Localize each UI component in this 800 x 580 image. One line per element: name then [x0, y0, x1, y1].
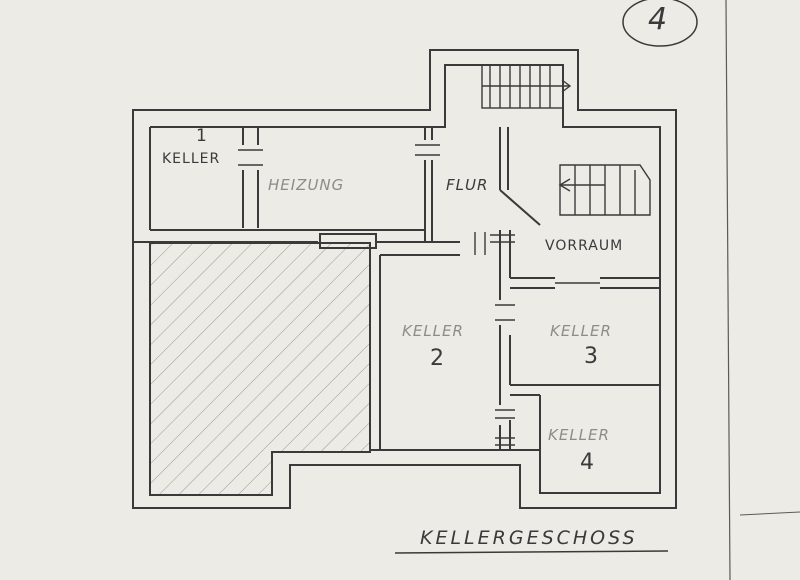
unexcavated-area — [149, 242, 371, 496]
room-keller-4-number: 4 — [580, 450, 595, 475]
exterior-stair — [481, 64, 572, 109]
room-heizung-label: HEIZUNG — [268, 176, 345, 194]
room-keller-2-number: 2 — [430, 346, 445, 371]
interior-stair — [558, 164, 651, 216]
sheet-frame-line — [725, 0, 731, 580]
room-keller-2-label: KELLER — [402, 322, 464, 340]
room-keller-3-label: KELLER — [550, 322, 612, 340]
room-keller-1-label: KELLER — [162, 151, 221, 167]
sheet-number-circle — [622, 0, 698, 47]
room-keller-3-number: 3 — [584, 344, 599, 369]
door-marks — [238, 144, 600, 446]
plan-title: KELLERGESCHOSS — [420, 527, 638, 549]
sheet-number: 4 — [648, 2, 669, 37]
room-flur-label: FLUR — [446, 176, 489, 194]
room-keller-4-label: KELLER — [548, 426, 610, 444]
outer-walls — [132, 49, 677, 509]
sheet-frame-tick — [739, 511, 800, 516]
room-vorraum-label: VORRAUM — [545, 238, 624, 254]
room-keller-1-number: 1 — [196, 126, 208, 146]
